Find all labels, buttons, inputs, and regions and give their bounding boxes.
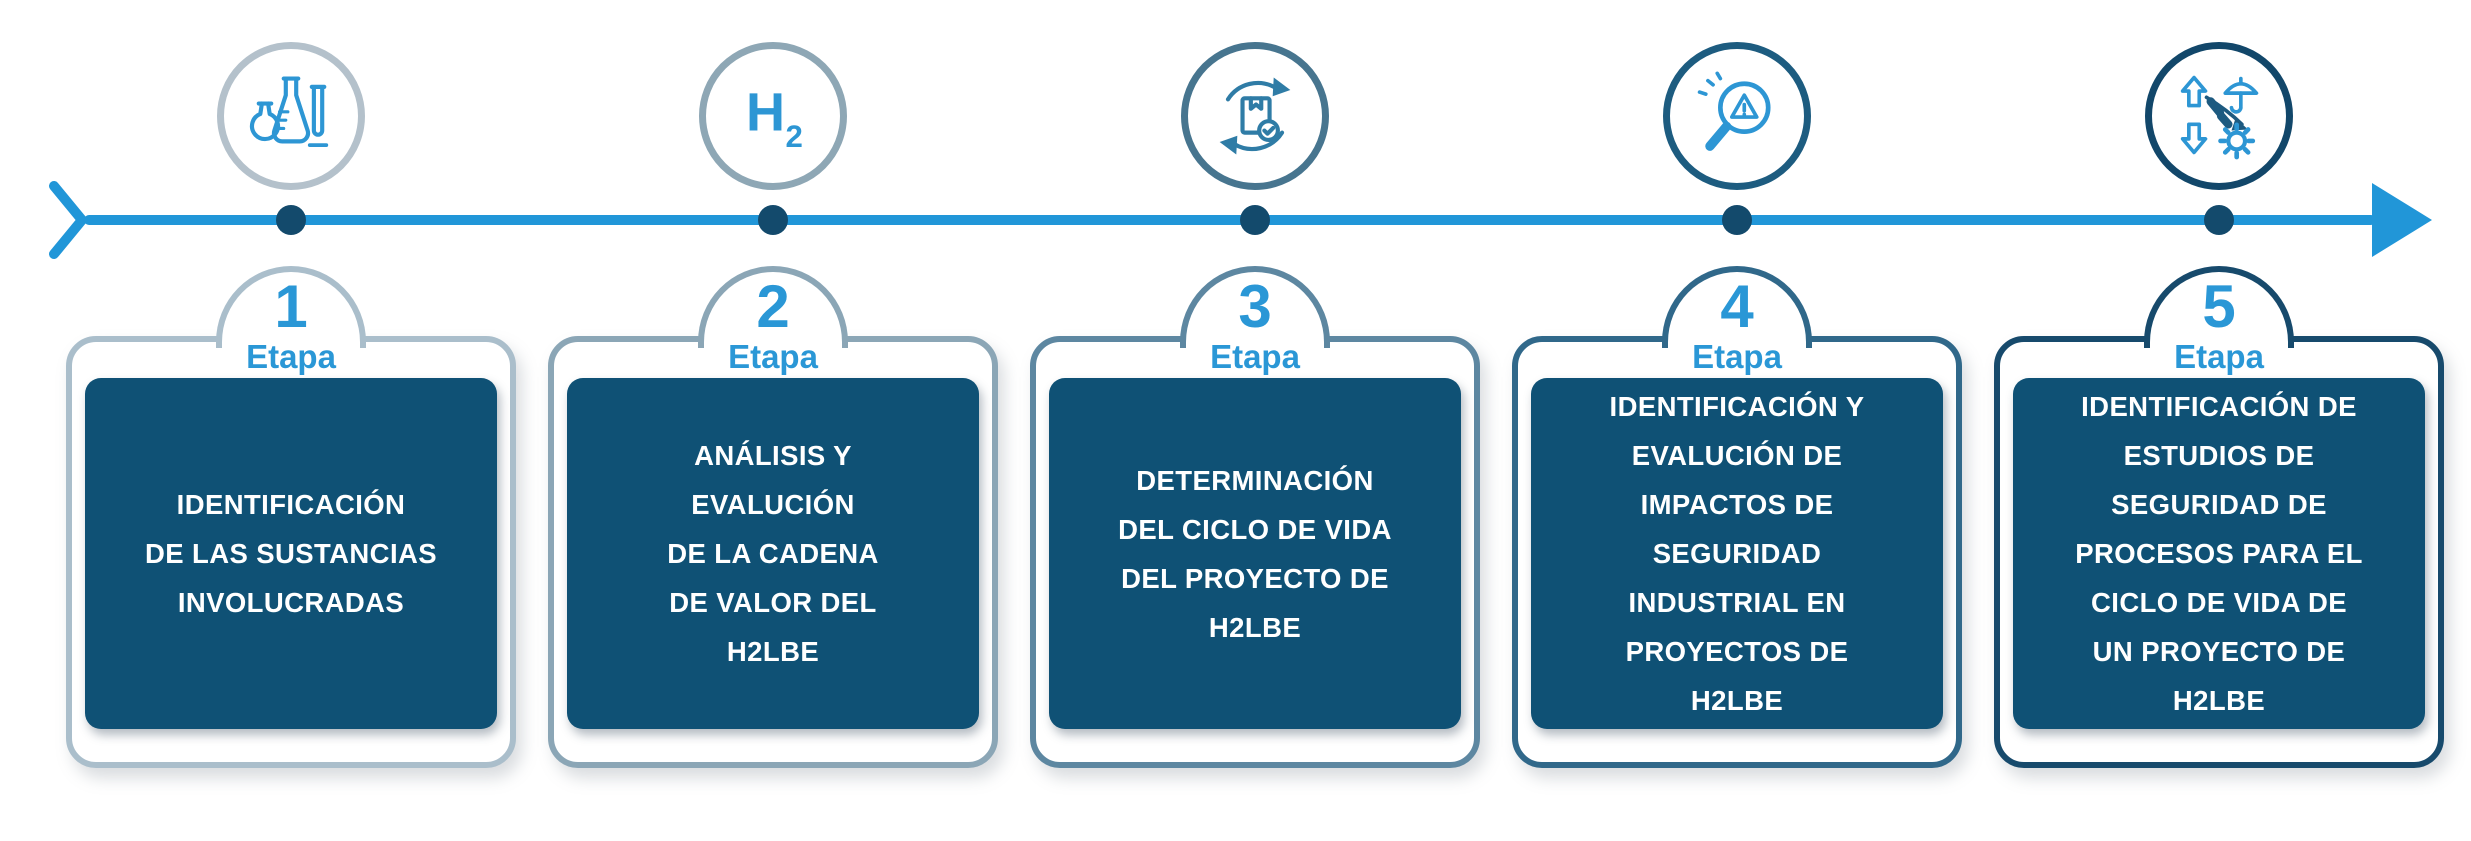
stage-number: 3 [1238, 273, 1272, 340]
stage-label: Etapa [2174, 338, 2264, 375]
stage-number: 4 [1720, 273, 1754, 340]
package-lifecycle-icon [1219, 77, 1291, 155]
stage-2-description-panel: ANÁLISIS Y EVALUCIÓN DE LA CADENA DE VAL… [567, 378, 979, 729]
stage-number: 5 [2202, 273, 2236, 340]
stage-1-description-panel: IDENTIFICACIÓN DE LAS SUSTANCIAS INVOLUC… [85, 378, 497, 729]
stage-5-description-panel: IDENTIFICACIÓN DE ESTUDIOS DE SEGURIDAD … [2013, 378, 2425, 729]
stage-3-icon-circle [1181, 42, 1329, 190]
stage-4: 4 Etapa IDENTIFICACIÓN Y EVALUCIÓN DE IM… [1496, 0, 1978, 841]
stage-number: 1 [274, 273, 308, 340]
stage-description: ANÁLISIS Y EVALUCIÓN DE LA CADENA DE VAL… [667, 440, 879, 667]
stage-label: Etapa [1692, 338, 1782, 375]
timeline-dot [1722, 205, 1752, 235]
stage-2-icon-circle: H 2 [699, 42, 847, 190]
stage-2: H 2 2 Etapa ANÁLISIS Y EVALUCIÓN DE LA C… [532, 0, 1014, 841]
h2-molecule-icon: H 2 [746, 83, 803, 155]
magnifier-warning-icon [1697, 71, 1771, 151]
stage-4-description-panel: IDENTIFICACIÓN Y EVALUCIÓN DE IMPACTOS D… [1531, 378, 1943, 729]
stage-5-card: 5 Etapa IDENTIFICACIÓN DE ESTUDIOS DE SE… [1994, 266, 2444, 768]
stage-4-icon-circle [1663, 42, 1811, 190]
lab-flasks-icon [249, 76, 329, 147]
stage-2-number-bump: 2 [698, 266, 848, 348]
stage-5-icon-circle [2145, 42, 2293, 190]
timeline-line [84, 215, 2376, 225]
stage-3-description-panel: DETERMINACIÓN DEL CICLO DE VIDA DEL PROY… [1049, 378, 1461, 729]
stage-description: IDENTIFICACIÓN Y EVALUCIÓN DE IMPACTOS D… [1609, 391, 1865, 716]
stage-5-number-bump: 5 [2144, 266, 2294, 348]
stage-1-card: 1 Etapa IDENTIFICACIÓN DE LAS SUSTANCIAS… [66, 266, 516, 768]
stage-description: DETERMINACIÓN DEL CICLO DE VIDA DEL PROY… [1118, 464, 1392, 643]
svg-text:H: H [746, 83, 785, 143]
stage-4-card: 4 Etapa IDENTIFICACIÓN Y EVALUCIÓN DE IM… [1512, 266, 1962, 768]
stage-3-number-bump: 3 [1180, 266, 1330, 348]
svg-text:2: 2 [785, 119, 802, 154]
stage-5: 5 Etapa IDENTIFICACIÓN DE ESTUDIOS DE SE… [1978, 0, 2460, 841]
stage-label: Etapa [1210, 338, 1300, 375]
timeline-dot [758, 205, 788, 235]
stage-label: Etapa [246, 338, 336, 375]
chevron-right-icon [49, 181, 87, 259]
stage-3-card: 3 Etapa DETERMINACIÓN DEL CICLO DE VIDA … [1030, 266, 1480, 768]
stage-description: IDENTIFICACIÓN DE LAS SUSTANCIAS INVOLUC… [144, 489, 437, 618]
timeline-dot [1240, 205, 1270, 235]
timeline-dot [2204, 205, 2234, 235]
stage-1-icon-circle [217, 42, 365, 190]
arrowhead-right-icon [2372, 183, 2432, 257]
stage-1: 1 Etapa IDENTIFICACIÓN DE LAS SUSTANCIAS… [50, 0, 532, 841]
stage-3: 3 Etapa DETERMINACIÓN DEL CICLO DE VIDA … [1014, 0, 1496, 841]
risk-management-icon [2180, 75, 2259, 160]
stage-2-card: 2 Etapa ANÁLISIS Y EVALUCIÓN DE LA CADEN… [548, 266, 998, 768]
timeline-dot [276, 205, 306, 235]
stage-description: IDENTIFICACIÓN DE ESTUDIOS DE SEGURIDAD … [2075, 391, 2363, 716]
stage-4-number-bump: 4 [1662, 266, 1812, 348]
stage-label: Etapa [728, 338, 818, 375]
stage-1-number-bump: 1 [216, 266, 366, 348]
stage-number: 2 [756, 273, 790, 340]
